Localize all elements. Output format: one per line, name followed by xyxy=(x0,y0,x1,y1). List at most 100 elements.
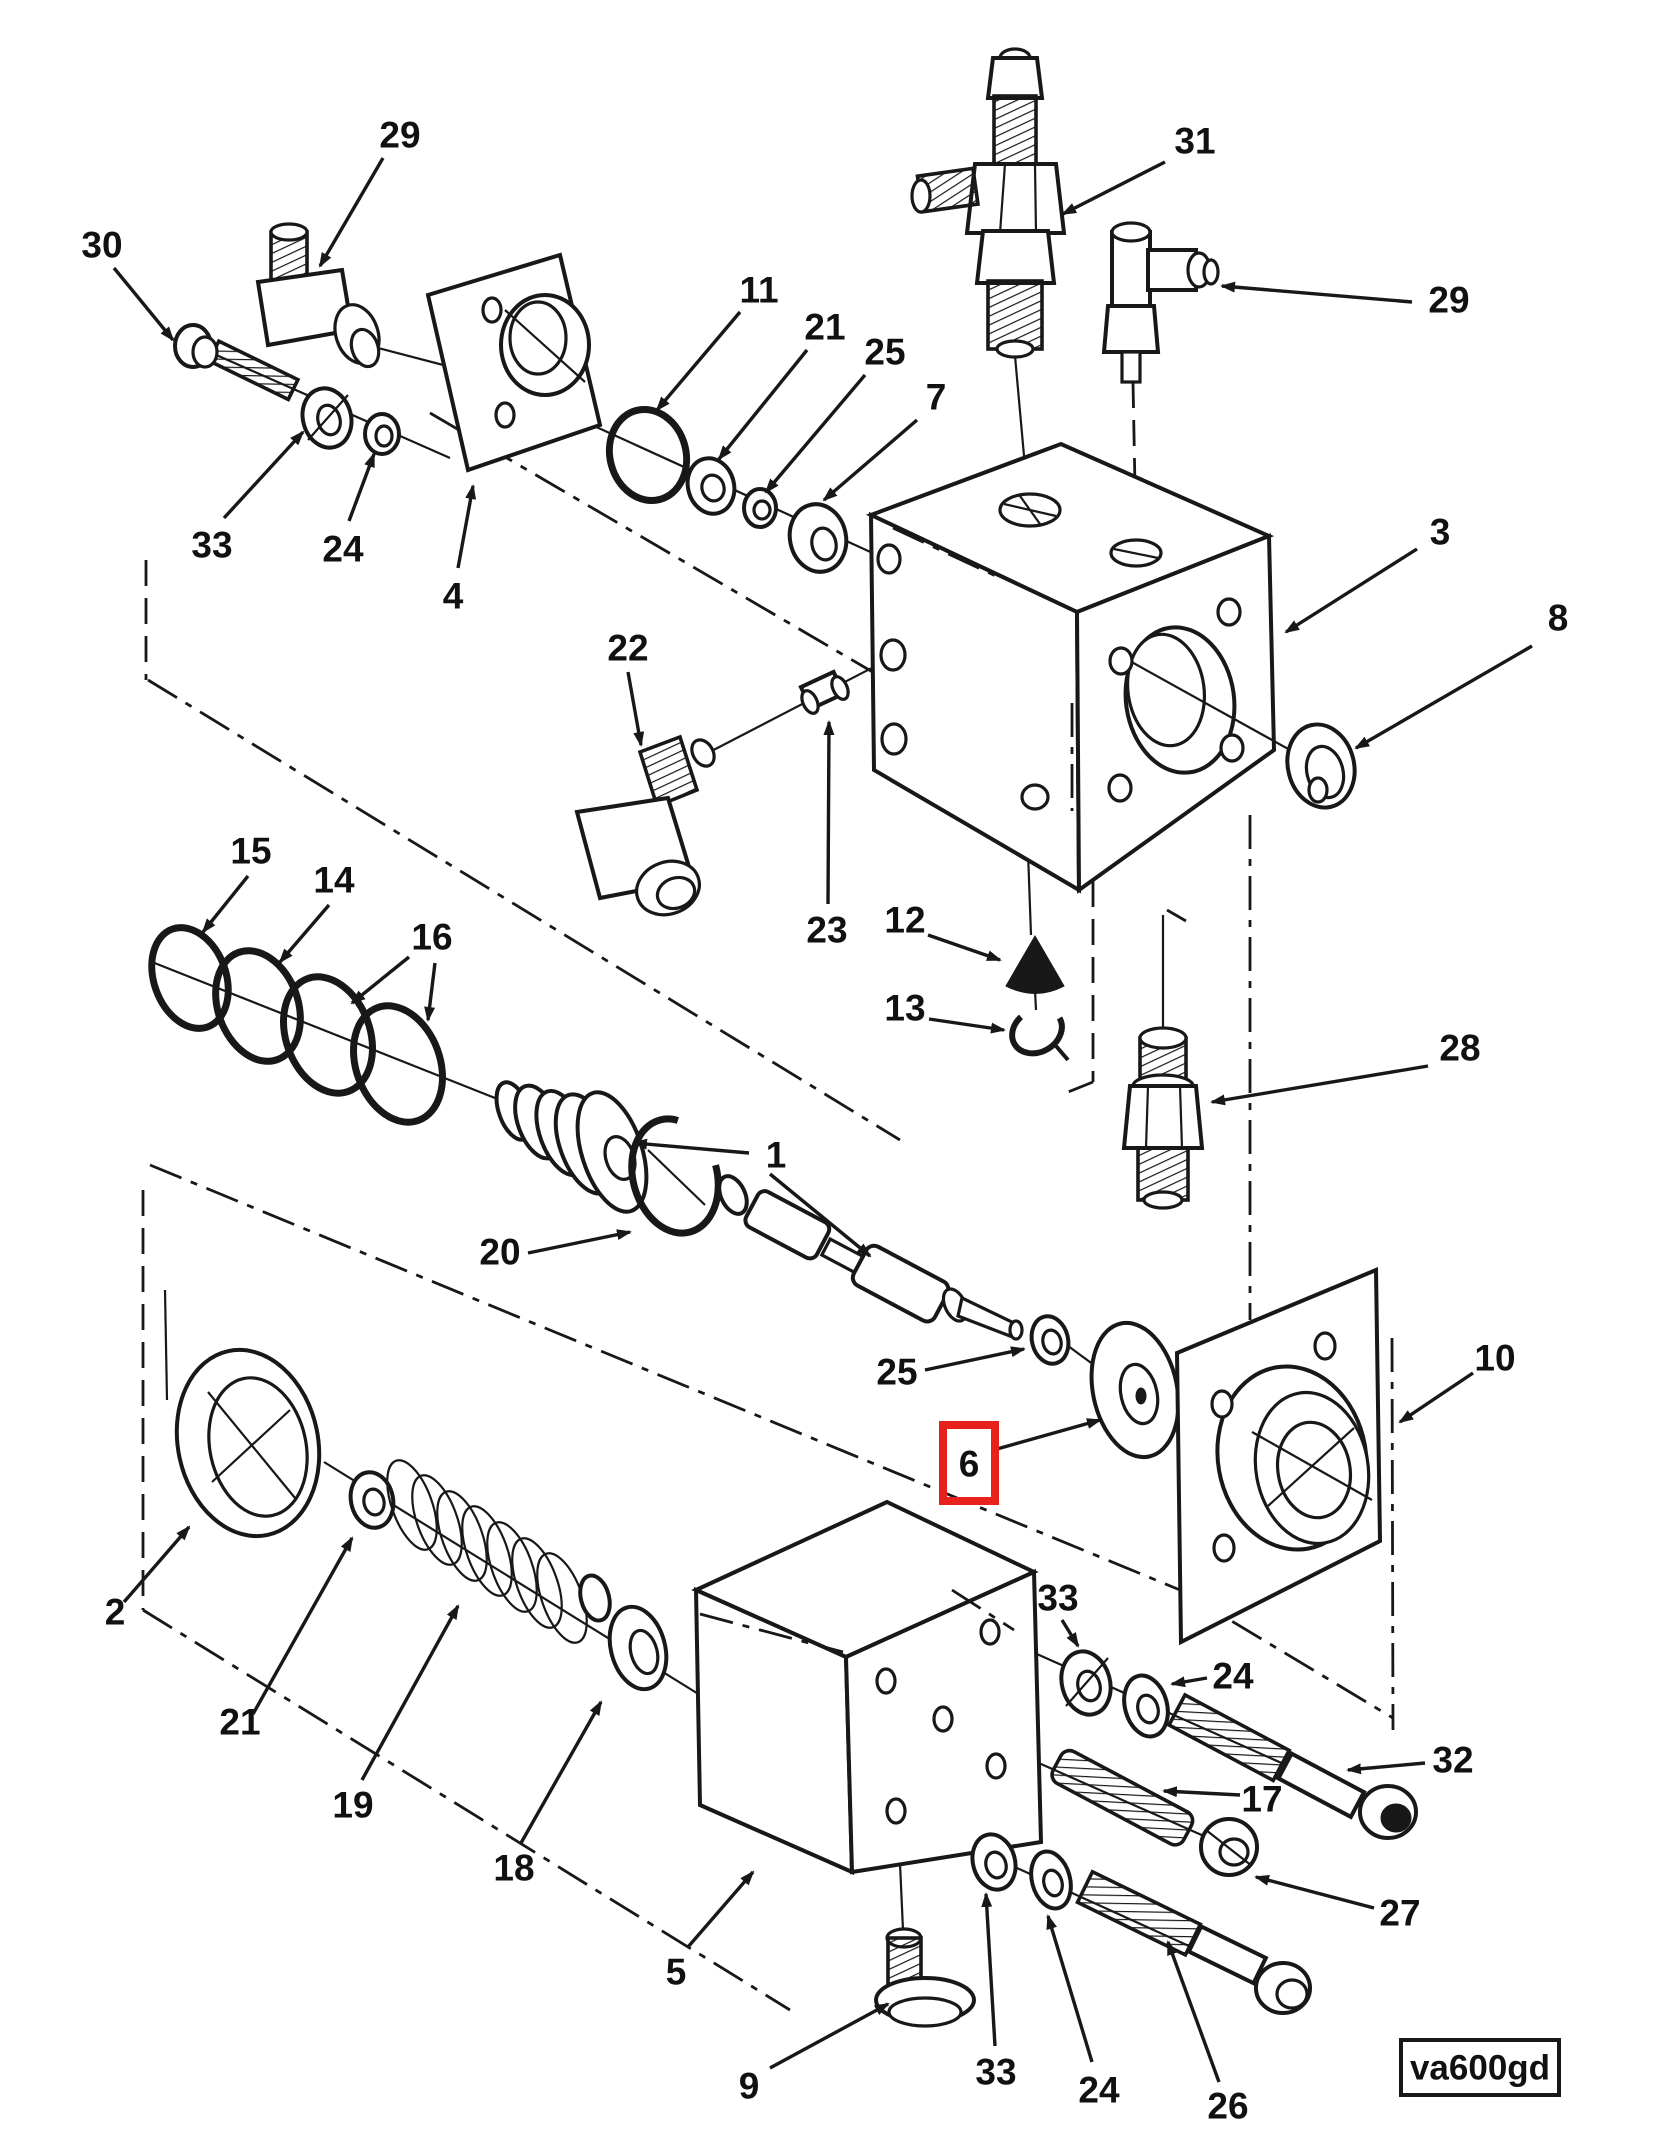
leader-arrow xyxy=(1398,1371,1474,1424)
callout-25-c25b: 25 xyxy=(876,1346,1026,1393)
leader-arrow xyxy=(1354,644,1533,750)
callout-label-12: 12 xyxy=(884,900,925,941)
leader-arrow xyxy=(122,1525,191,1604)
callout-label-28: 28 xyxy=(1439,1028,1480,1069)
poppet-12 xyxy=(1005,935,1065,994)
block5-centerline-2 xyxy=(951,1588,1015,1632)
callout-16-c16: 16 xyxy=(350,917,453,1022)
leader-arrow xyxy=(769,2002,890,2070)
callout-22-c22: 22 xyxy=(607,628,649,747)
callout-label-16: 16 xyxy=(411,917,452,958)
washer-hole xyxy=(984,1850,1008,1880)
hex-facet-2 xyxy=(1178,1085,1184,1149)
block3-face-hole-1 xyxy=(1108,646,1134,676)
callout-label-25: 25 xyxy=(876,1352,917,1393)
callout-label-22: 22 xyxy=(607,628,648,669)
callout-9-c9: 9 xyxy=(739,2002,890,2107)
callout-30-c30: 30 xyxy=(81,225,175,342)
callout-29-c29b: 29 xyxy=(1220,280,1470,321)
cap-2 xyxy=(174,1347,322,1539)
block5-hole-5 xyxy=(885,1797,907,1825)
callout-2-c2: 2 xyxy=(105,1525,191,1633)
valve-threads-lower xyxy=(986,279,1044,351)
leader-arrow xyxy=(1046,1914,1094,2063)
callout-label-13: 13 xyxy=(884,988,925,1029)
leader-arrow xyxy=(251,1536,354,1715)
elbow-fitting-22 xyxy=(574,734,716,917)
leader-arrow xyxy=(1061,160,1166,216)
block3-face-hole-4 xyxy=(1219,733,1245,763)
leader-arrow xyxy=(1166,1940,1221,2083)
callout-18-c18: 18 xyxy=(493,1700,603,1889)
leader-arrow xyxy=(456,484,477,569)
callout-label-15: 15 xyxy=(230,831,271,872)
leader-arrow xyxy=(717,348,809,461)
spring-19 xyxy=(386,1459,588,1644)
bolt-9 xyxy=(874,1927,976,2028)
callout-label-33: 33 xyxy=(1037,1578,1078,1619)
washer-24-right xyxy=(1122,1673,1170,1739)
bolt-shank xyxy=(206,338,301,402)
flange-hole-3 xyxy=(1212,1533,1236,1563)
block5-hole-4 xyxy=(985,1752,1007,1780)
callout-31-c31: 31 xyxy=(1061,121,1216,216)
fitting-stem xyxy=(1120,350,1142,384)
callout-label-23: 23 xyxy=(806,910,847,951)
highlight-box[interactable] xyxy=(939,1421,999,1505)
callout-label-32: 32 xyxy=(1432,1740,1473,1781)
callout-label-20: 20 xyxy=(479,1232,520,1273)
leader-arrow xyxy=(686,1870,755,1949)
callout-label-21: 21 xyxy=(219,1702,260,1743)
elbow-fitting-29-left xyxy=(255,222,381,369)
backup-disc-6 xyxy=(1089,1320,1181,1460)
leader-arrow xyxy=(1060,1619,1080,1648)
valve-tip xyxy=(995,339,1035,359)
fitting-branch xyxy=(1146,248,1198,292)
leader-arrow xyxy=(1220,281,1413,304)
stem-cylinder-2 xyxy=(850,1243,951,1324)
callout-label-27: 27 xyxy=(1379,1893,1420,1934)
callout-21-c21b: 21 xyxy=(219,1536,354,1743)
callout-label-6[interactable]: 6 xyxy=(959,1444,980,1485)
block3-face-hole-2 xyxy=(1216,597,1242,627)
leader-poppet xyxy=(1026,851,1033,936)
block3-face-hole-3 xyxy=(1107,773,1133,803)
washer-hole xyxy=(1041,1328,1063,1356)
washer-33-upper xyxy=(300,386,354,450)
phantom-line-bottom xyxy=(142,1608,791,2012)
fitting-tip xyxy=(690,738,716,768)
leader-arrow xyxy=(527,1229,632,1255)
fitting-threads xyxy=(637,734,700,809)
ring-detail xyxy=(1307,776,1329,804)
leader-arrow xyxy=(996,1418,1102,1451)
leader-arrow xyxy=(424,962,437,1022)
clip-ring xyxy=(1009,1005,1065,1057)
relief-valve-31 xyxy=(910,47,1067,359)
leader-arrow xyxy=(927,933,1002,962)
callout-label-10: 10 xyxy=(1474,1338,1515,1379)
callout-label-5: 5 xyxy=(666,1952,687,1993)
washer-slash xyxy=(1065,1657,1109,1707)
coil-6 xyxy=(511,1537,563,1629)
flange-bore xyxy=(1275,1420,1353,1520)
leader-arrow xyxy=(1254,1874,1375,1910)
block3-left-hole-3 xyxy=(880,722,908,756)
flange-10 xyxy=(1174,1267,1383,1646)
callout-label-26: 26 xyxy=(1207,2086,1248,2127)
callout-24-c24a: 24 xyxy=(322,452,376,570)
snap-ring-slash xyxy=(647,1149,706,1206)
callout-33-c33b: 33 xyxy=(1037,1578,1080,1648)
spool-stem-1 xyxy=(717,1174,1024,1341)
block3-left-hole-4 xyxy=(1020,783,1050,811)
washer-hole xyxy=(316,403,342,437)
leader-arrow xyxy=(1170,1676,1208,1688)
callout-label-29: 29 xyxy=(1428,280,1469,321)
leader-arrow xyxy=(764,373,867,494)
leader-arrow xyxy=(823,720,835,905)
leader-arrow xyxy=(278,903,331,964)
callout-12-c12: 12 xyxy=(884,900,1002,962)
flange-slash xyxy=(504,309,586,383)
leader-arrow xyxy=(1346,1761,1426,1775)
fitting-top xyxy=(1110,221,1152,243)
callout-6-c6[interactable]: 6 xyxy=(959,1418,1102,1485)
